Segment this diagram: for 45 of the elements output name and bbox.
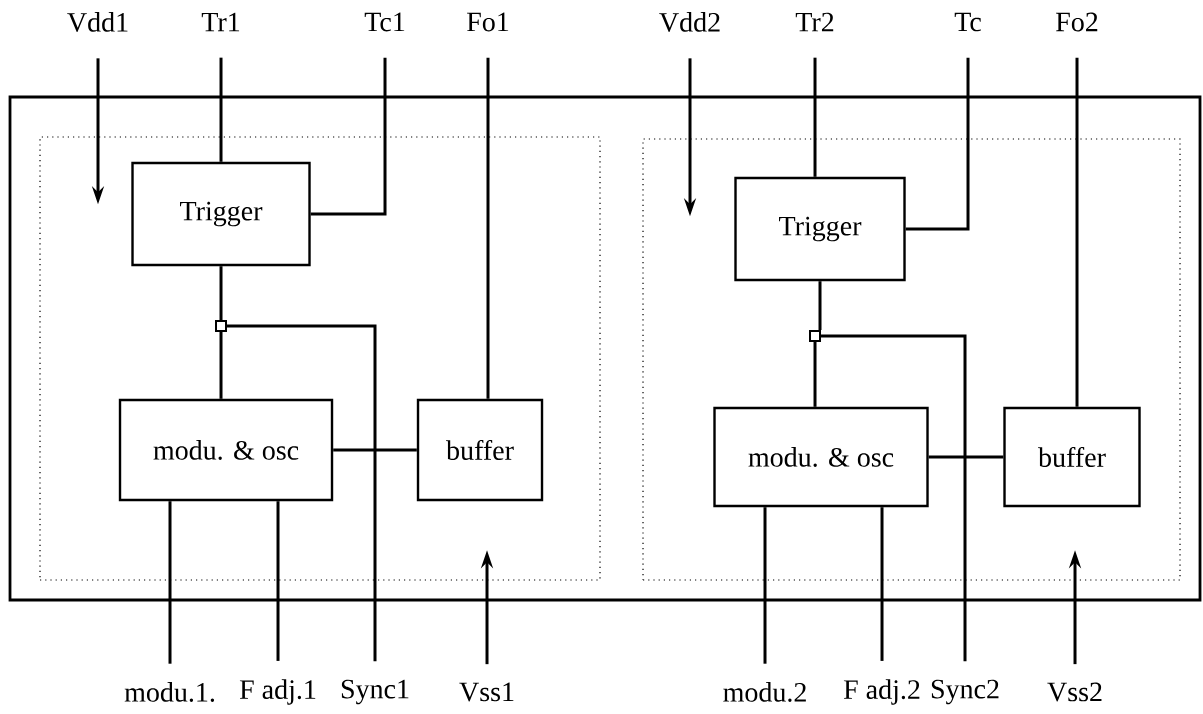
junction-square (215, 320, 227, 332)
block-box: buffer (1003, 406, 1141, 508)
pin-label: Vdd1 (67, 12, 128, 32)
chip-outline (8, 95, 1202, 602)
wire (227, 324, 377, 662)
pin-label: Vss1 (459, 682, 514, 702)
wire (1075, 57, 1079, 407)
pin-label: Sync2 (931, 679, 999, 705)
pin-label: Tc (954, 12, 981, 32)
pin-label: Tc1 (364, 12, 405, 32)
block-box: Trigger (734, 176, 906, 282)
pin-label: F adj.1 (239, 679, 316, 705)
wire (821, 334, 967, 662)
wire (818, 281, 822, 330)
wire (880, 507, 884, 661)
pin-label: Fo2 (1056, 12, 1098, 32)
wire (813, 342, 817, 407)
dotted-boundary (642, 138, 1181, 581)
pin-label: Tr1 (201, 12, 240, 32)
wire (219, 57, 223, 162)
wire (310, 57, 387, 216)
junction-square (809, 330, 821, 342)
pin-label: Fo1 (467, 12, 509, 32)
wire (168, 501, 172, 664)
pin-label: Tr2 (795, 12, 834, 32)
wire (276, 501, 280, 661)
wire (219, 332, 223, 399)
pin-label: Sync1 (341, 679, 409, 705)
block-box: Trigger (131, 161, 311, 267)
pin-label: modu.2 (723, 682, 806, 702)
wire (905, 57, 970, 231)
wire (813, 57, 817, 177)
wire (928, 455, 1004, 459)
wire (486, 57, 490, 399)
pin-label: Vdd2 (659, 12, 720, 32)
block-box: modu. & osc (713, 406, 929, 508)
pin-label: Vss2 (1047, 682, 1102, 702)
wire (333, 448, 417, 452)
wire (763, 507, 767, 664)
block-box: modu. & osc (118, 398, 334, 502)
block-box: buffer (416, 398, 544, 502)
pin-label: modu.1. (124, 682, 215, 702)
wire (219, 266, 223, 320)
pin-label: F adj.2 (843, 679, 920, 705)
dotted-boundary (39, 136, 601, 581)
